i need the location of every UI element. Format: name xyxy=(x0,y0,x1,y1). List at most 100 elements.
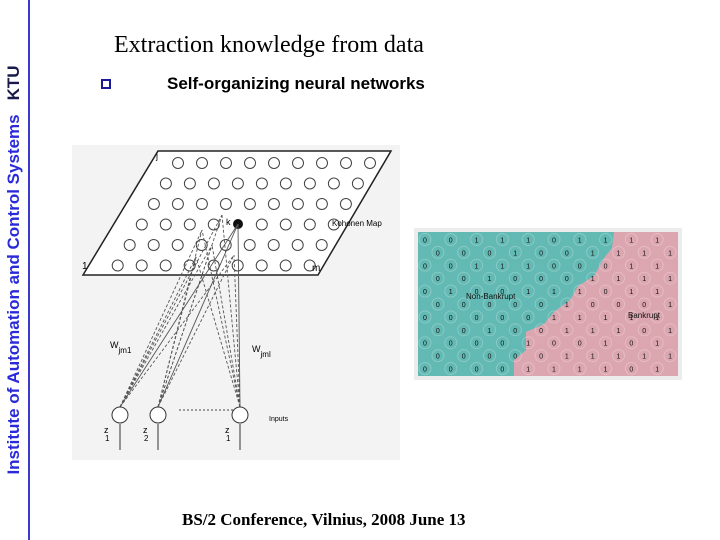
som-cell xyxy=(418,284,432,298)
som-cell xyxy=(547,310,561,324)
som-cell xyxy=(586,323,600,337)
som-cell-label: 0 xyxy=(488,302,492,309)
som-cell xyxy=(495,336,509,350)
neuron xyxy=(255,259,268,272)
som-cell-label: 1 xyxy=(475,263,479,270)
neuron xyxy=(291,198,304,210)
som-cell-label: 0 xyxy=(475,367,479,374)
som-cell-label: 1 xyxy=(552,315,556,322)
som-cell-label: 0 xyxy=(423,367,427,374)
som-cell xyxy=(560,245,574,259)
som-cell-label: 0 xyxy=(539,328,543,335)
kohonen-map-plane xyxy=(81,150,393,276)
som-cell xyxy=(624,258,638,272)
som-cell xyxy=(586,297,600,311)
neuron xyxy=(159,177,172,190)
som-cell xyxy=(508,297,522,311)
neuron xyxy=(291,239,304,251)
som-cell xyxy=(431,297,445,311)
neuron xyxy=(195,198,208,210)
som-cell xyxy=(534,271,548,285)
som-cell-label: 0 xyxy=(423,315,427,322)
connection-line xyxy=(211,244,241,408)
institute-label: Institute of Automation and Control Syst… xyxy=(4,114,23,475)
som-cell-label: 1 xyxy=(668,250,672,257)
som-cell xyxy=(624,310,638,324)
som-cell-label: 0 xyxy=(513,328,517,335)
som-cell xyxy=(612,349,625,363)
som-cell-label: 0 xyxy=(513,302,517,309)
som-cell-label: 1 xyxy=(526,341,530,348)
som-cell-label: 0 xyxy=(642,302,646,309)
som-cell-label: 1 xyxy=(604,341,608,348)
som-cell-label: 1 xyxy=(655,238,659,245)
neuron xyxy=(147,239,160,251)
neuron xyxy=(279,177,292,190)
neuron xyxy=(292,157,304,169)
som-cell-label: 0 xyxy=(539,354,543,361)
som-cell-label: 1 xyxy=(488,328,492,335)
som-cell-label: 1 xyxy=(475,238,479,245)
connection-line xyxy=(195,256,241,408)
som-cell xyxy=(431,271,445,285)
som-cell-label: 0 xyxy=(436,328,440,335)
som-cell xyxy=(612,323,625,337)
som-cell xyxy=(573,362,587,375)
som-cell-label: 1 xyxy=(655,289,659,296)
som-cell-label: 0 xyxy=(604,263,608,270)
neuron xyxy=(172,157,184,169)
som-cell-label: 0 xyxy=(488,354,492,361)
som-cell-label: 1 xyxy=(629,289,633,296)
neuron xyxy=(255,218,268,231)
som-cell xyxy=(599,258,613,272)
som-cell xyxy=(444,284,458,298)
som-cell-label: 0 xyxy=(552,263,556,270)
som-cell xyxy=(470,233,484,246)
som-cell-label: 1 xyxy=(552,367,556,374)
neuron xyxy=(219,198,232,210)
som-cell-label: 1 xyxy=(668,302,672,309)
neuron xyxy=(303,177,316,190)
som-cell xyxy=(431,349,445,363)
neuron xyxy=(279,218,292,231)
som-cell xyxy=(534,245,548,259)
som-cell xyxy=(650,284,664,298)
som-cell-label: 0 xyxy=(539,276,543,283)
som-cell xyxy=(483,297,496,311)
som-cell xyxy=(457,323,471,337)
neuron xyxy=(340,157,352,169)
neuron xyxy=(244,157,256,169)
som-cell-label: 1 xyxy=(642,276,646,283)
som-cell-label: 0 xyxy=(423,341,427,348)
som-cell-label: 1 xyxy=(617,276,621,283)
input-node-2 xyxy=(149,406,167,424)
som-cell xyxy=(495,233,509,246)
som-cell xyxy=(624,284,638,298)
som-cell xyxy=(418,233,432,246)
som-cell xyxy=(508,245,522,259)
som-cell-label: 0 xyxy=(500,367,504,374)
connection-line xyxy=(157,214,223,408)
som-cell-label: 0 xyxy=(449,315,453,322)
som-cell-label: 1 xyxy=(642,250,646,257)
som-cell xyxy=(457,297,471,311)
som-cell xyxy=(418,258,432,272)
som-cell xyxy=(599,336,613,350)
som-cell-label: 0 xyxy=(449,341,453,348)
connection-lines xyxy=(119,214,241,408)
som-cell xyxy=(663,323,677,337)
som-cell-label: 0 xyxy=(642,328,646,335)
som-cell xyxy=(521,233,535,246)
som-cell xyxy=(650,336,664,350)
som-cell-label: 1 xyxy=(526,289,530,296)
som-cell xyxy=(470,336,484,350)
som-cell-label: 1 xyxy=(591,250,595,257)
connection-line xyxy=(119,244,213,408)
som-cell-label: 0 xyxy=(500,341,504,348)
som-cell xyxy=(599,310,613,324)
neuron xyxy=(171,198,184,210)
som-cell xyxy=(586,271,600,285)
som-cell-label: 1 xyxy=(552,289,556,296)
